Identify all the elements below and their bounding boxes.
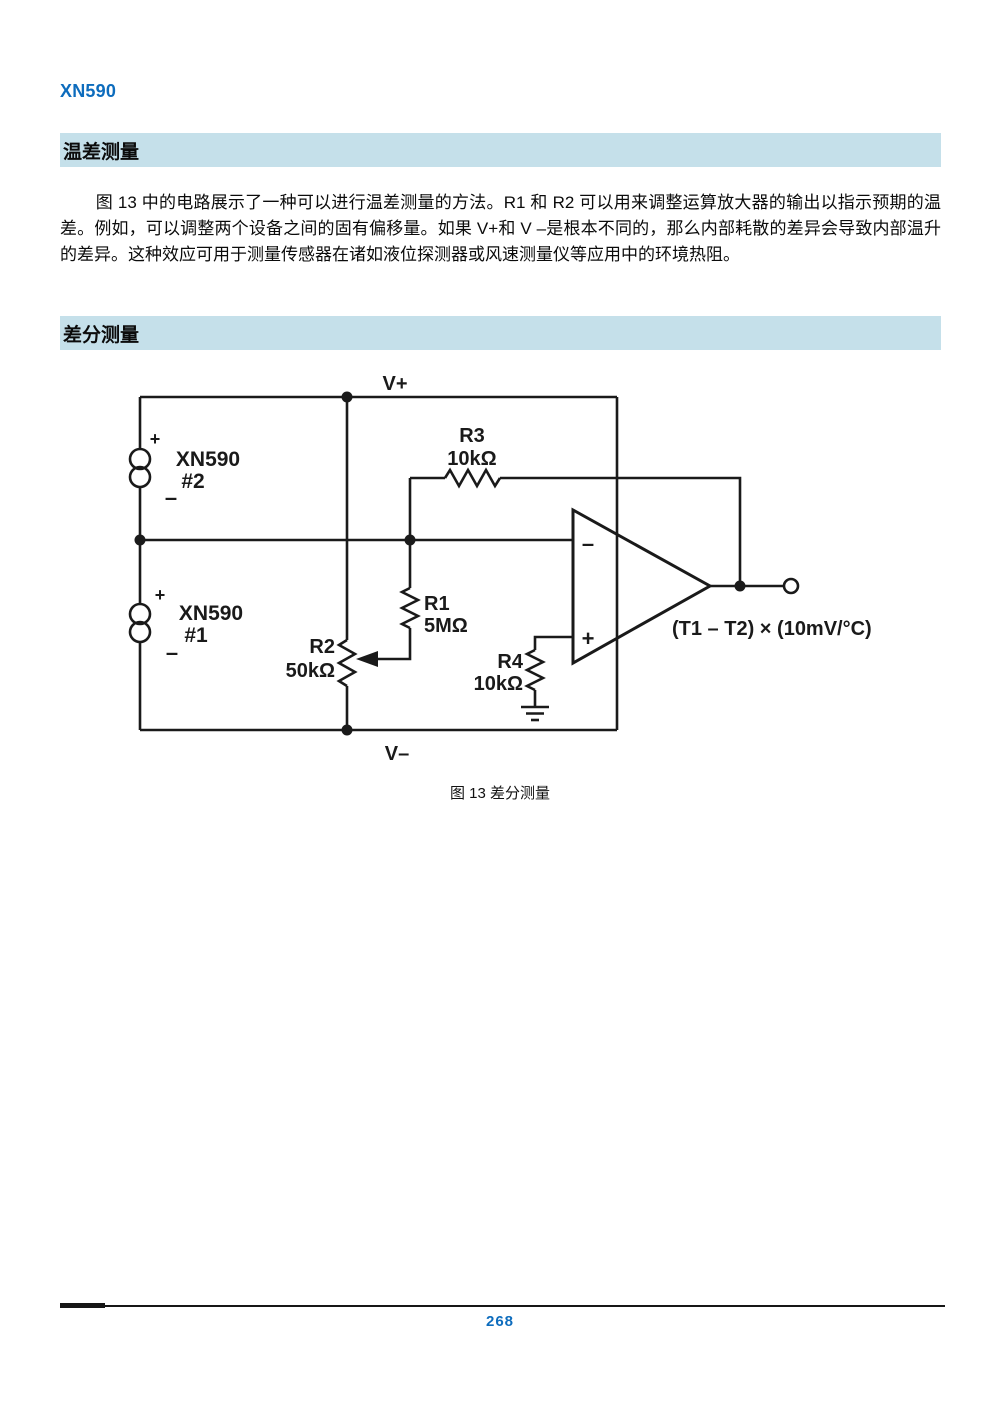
wiper-arrow-icon [356, 651, 378, 667]
resistor-r4-icon [524, 648, 546, 692]
footer-rule-accent [60, 1303, 105, 1308]
v-minus-label: V– [385, 743, 409, 765]
sensor1-minus-label: – [166, 640, 178, 665]
junction-dots [134, 391, 746, 736]
sensor1-name-label: XN590 [179, 602, 243, 625]
v-plus-label: V+ [382, 373, 407, 395]
sensor2-name-label: XN590 [176, 448, 240, 471]
r1-name-label: R1 [424, 593, 450, 615]
sensor1-num-label: #1 [184, 624, 208, 647]
r3-value-label: 10kΩ [447, 448, 496, 470]
section-header-temp-diff: 温差测量 [60, 133, 941, 167]
wires [138, 395, 783, 732]
current-source-1-icon [128, 602, 152, 644]
r2-name-label: R2 [309, 636, 335, 658]
circuit-diagram: V+ V– + – XN590 #2 + – XN590 #1 R3 10kΩ … [128, 373, 872, 765]
r1-branch-wire [378, 540, 412, 661]
r1-value-label: 5MΩ [424, 615, 468, 637]
feedback-wire [410, 476, 742, 586]
r3-name-label: R3 [459, 425, 485, 447]
section-title: 差分测量 [63, 324, 140, 346]
opamp-triangle [571, 507, 714, 666]
potentiometer-r2-icon [336, 638, 358, 688]
opamp-minus-label: – [582, 531, 594, 556]
sensor2-plus-label: + [150, 429, 161, 449]
body-paragraph: 图 13 中的电路展示了一种可以进行温差测量的方法。R1 和 R2 可以用来调整… [60, 193, 941, 264]
resistor-r3-icon [443, 467, 502, 489]
resistor-r1-icon [399, 586, 421, 630]
footer-rule [60, 1305, 945, 1307]
current-source-2-icon [128, 447, 152, 489]
noninverting-input-wire [533, 635, 573, 706]
opamp-plus-label: + [582, 626, 595, 651]
section-header-differential: 差分测量 [60, 316, 941, 350]
section-title: 温差测量 [63, 141, 140, 163]
doc-id: XN590 [60, 81, 117, 101]
sensor1-plus-label: + [155, 585, 166, 605]
output-terminal [782, 577, 800, 595]
ground-icon [521, 705, 549, 722]
page-number: 268 [485, 1313, 515, 1330]
r4-name-label: R4 [497, 651, 523, 673]
output-formula-label: (T1 – T2) × (10mV/°C) [672, 618, 872, 640]
sensor2-num-label: #2 [181, 470, 204, 493]
figure-caption: 图 13 差分测量 [449, 785, 551, 802]
r2-value-label: 50kΩ [286, 660, 335, 682]
r4-value-label: 10kΩ [474, 673, 523, 695]
sensor2-minus-label: – [165, 485, 177, 510]
